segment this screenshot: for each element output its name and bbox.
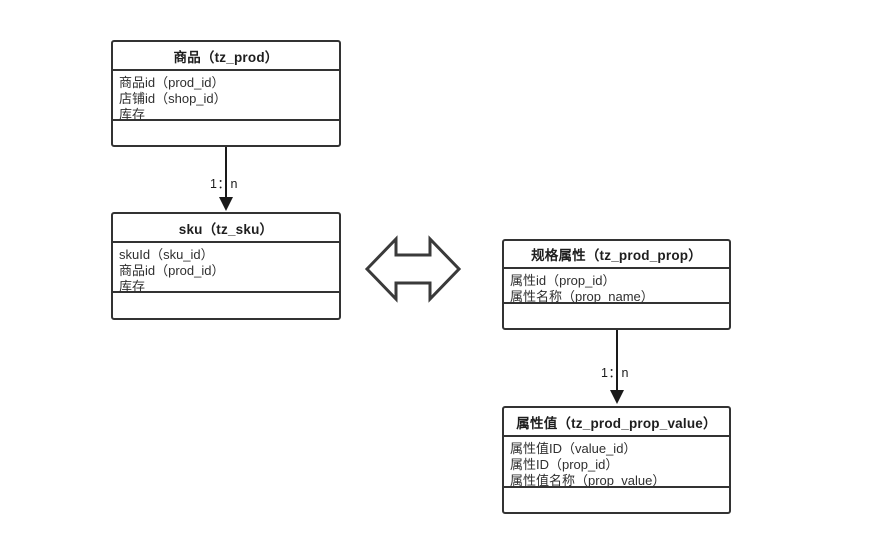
attribute-row: 属性id（prop_id） <box>510 273 616 288</box>
entity-box-sku[interactable]: sku（tz_sku） skuId（sku_id） 商品id（prod_id） … <box>111 212 341 320</box>
entity-methods-sku <box>113 293 339 318</box>
attribute-row: 商品id（prod_id） <box>119 75 225 90</box>
connector-line <box>225 147 227 197</box>
attribute-row: 店铺id（shop_id） <box>119 91 227 106</box>
attribute-row: 属性值ID（value_id） <box>510 441 637 456</box>
connector-arrowhead-icon <box>610 390 624 404</box>
connector-cardinality-label: 1：n <box>601 366 629 380</box>
entity-methods-prod <box>113 121 339 145</box>
attribute-row: 属性名称（prop_name） <box>510 289 654 304</box>
entity-title-prod-prop-value: 属性值（tz_prod_prop_value） <box>504 408 729 437</box>
entity-box-prod-prop-value[interactable]: 属性值（tz_prod_prop_value） 属性值ID（value_id） … <box>502 406 731 514</box>
connector-line <box>616 330 618 390</box>
attribute-row: 库存 <box>119 279 146 294</box>
connector-arrowhead-icon <box>219 197 233 211</box>
entity-methods-prod-prop-value <box>504 488 729 512</box>
double-headed-arrow-icon <box>365 235 461 303</box>
entity-attributes-sku: skuId（sku_id） 商品id（prod_id） 库存 <box>113 243 339 294</box>
entity-title-sku: sku（tz_sku） <box>113 214 339 243</box>
attribute-row: 属性值名称（prop_value） <box>510 473 666 488</box>
entity-attributes-prod: 商品id（prod_id） 店铺id（shop_id） 库存 <box>113 71 339 122</box>
attribute-row: 属性ID（prop_id） <box>510 457 619 472</box>
entity-title-prod: 商品（tz_prod） <box>113 42 339 71</box>
entity-attributes-prod-prop-value: 属性值ID（value_id） 属性ID（prop_id） 属性值名称（prop… <box>504 437 729 488</box>
attribute-row: 商品id（prod_id） <box>119 263 225 278</box>
entity-title-prod-prop: 规格属性（tz_prod_prop） <box>504 241 729 269</box>
entity-box-prod-prop[interactable]: 规格属性（tz_prod_prop） 属性id（prop_id） 属性名称（pr… <box>502 239 731 330</box>
attribute-row: 库存 <box>119 107 146 122</box>
attribute-row: skuId（sku_id） <box>119 247 214 262</box>
entity-box-prod[interactable]: 商品（tz_prod） 商品id（prod_id） 店铺id（shop_id） … <box>111 40 341 147</box>
connector-cardinality-label: 1：n <box>210 177 238 191</box>
entity-attributes-prod-prop: 属性id（prop_id） 属性名称（prop_name） <box>504 269 729 304</box>
entity-methods-prod-prop <box>504 304 729 328</box>
